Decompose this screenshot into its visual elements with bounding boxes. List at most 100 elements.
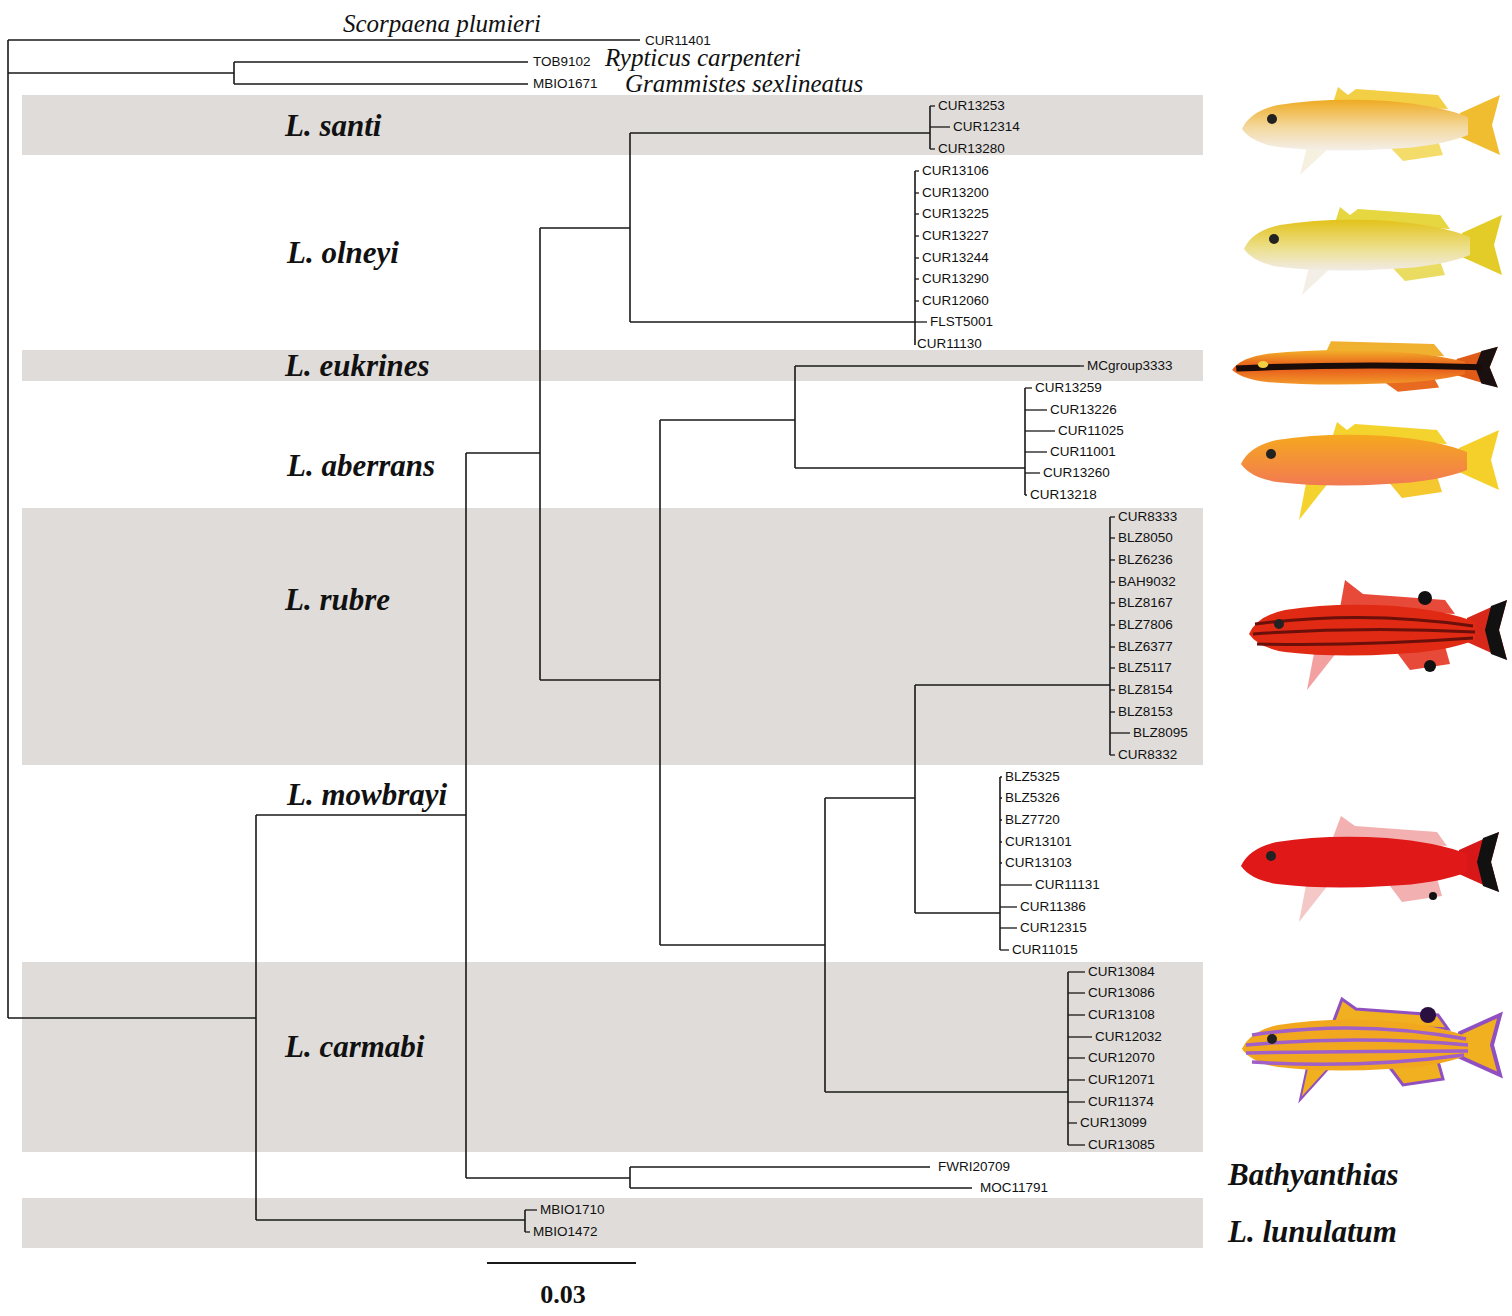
specimen-id: CUR13084	[1088, 964, 1155, 980]
tree-branches	[8, 40, 1110, 1232]
specimen-id: CUR13260	[1043, 465, 1110, 481]
tip-branch	[915, 235, 919, 236]
specimen-id: CUR13106	[922, 163, 989, 179]
specimen-id: BLZ8154	[1118, 682, 1173, 698]
specimen-id: CUR13218	[1030, 487, 1097, 503]
specimen-id: FLST5001	[930, 314, 993, 330]
clade-band: L. lunulatum	[22, 1198, 1203, 1248]
tip-branch	[915, 278, 919, 279]
species-name: L. aberrans	[285, 448, 437, 484]
specimen-id: CUR12314	[953, 119, 1020, 135]
specimen-id: CUR13101	[1005, 834, 1072, 850]
tip-branch	[1025, 451, 1047, 452]
specimen-id: CUR11025	[1058, 423, 1124, 439]
fish-illustration	[1241, 422, 1499, 520]
specimen-id: CUR13227	[922, 228, 989, 244]
specimen-id: CUR11001	[1050, 444, 1116, 460]
tip-branch	[1110, 559, 1115, 560]
specimen-id: CUR13290	[922, 271, 989, 287]
tip-branch	[1025, 430, 1055, 431]
tip-branch	[1110, 516, 1115, 517]
tip-branch	[1025, 472, 1040, 473]
specimen-id: CUR13200	[922, 185, 989, 201]
tip-branch	[1110, 689, 1115, 690]
fish-illustration	[1241, 816, 1499, 922]
tip-branch	[1000, 884, 1032, 885]
specimen-id: CUR11131	[1035, 877, 1100, 893]
species-name: L. rubre	[285, 582, 390, 618]
specimen-id: MBIO1472	[533, 1224, 598, 1240]
tip-branch	[1110, 602, 1115, 603]
tip-branch	[915, 300, 919, 301]
specimen-id: CUR12071	[1088, 1072, 1155, 1088]
tip-branch	[1068, 1101, 1085, 1102]
specimen-id: MCgroup3333	[1087, 358, 1173, 374]
specimen-id: TOB9102	[533, 54, 591, 70]
species-name: L. carmabi	[285, 1029, 425, 1065]
tip-branch	[1025, 494, 1027, 495]
outgroup-name: Scorpaena plumieri	[343, 10, 541, 39]
tip-branch	[1068, 1122, 1077, 1123]
tip-branch	[1110, 667, 1115, 668]
specimen-id: CUR12070	[1088, 1050, 1155, 1066]
fish-illustration	[1232, 341, 1498, 391]
fish-illustration	[1249, 580, 1507, 690]
specimen-id: CUR11374	[1088, 1094, 1154, 1110]
tip-branch	[1000, 949, 1009, 950]
clade-band: L. santi	[22, 95, 1203, 155]
specimen-id: CUR12315	[1020, 920, 1087, 936]
specimen-id: CUR11015	[1012, 942, 1078, 958]
tip-branch	[525, 1209, 537, 1210]
clade-band: L. carmabi	[22, 962, 1203, 1152]
tip-branch	[930, 105, 935, 106]
tip-branch	[1068, 1079, 1085, 1080]
clade-band: L. rubre	[22, 508, 1203, 765]
outgroup-name: Grammistes sexlineatus	[625, 70, 863, 99]
tip-branch	[915, 170, 919, 171]
tip-branch	[1068, 1036, 1092, 1037]
specimen-id: MBIO1710	[540, 1202, 605, 1218]
species-name: L. mowbrayi	[285, 777, 449, 813]
specimen-id: BLZ8095	[1133, 725, 1188, 741]
tip-branch	[915, 213, 919, 214]
tip-branch	[1000, 862, 1002, 863]
specimen-id: BLZ8153	[1118, 704, 1173, 720]
specimen-id: CUR11386	[1020, 899, 1086, 915]
specimen-id: CUR13244	[922, 250, 989, 266]
specimen-id: BLZ6377	[1118, 639, 1173, 655]
tip-branch	[1110, 732, 1130, 733]
tip-branch	[1000, 841, 1002, 842]
specimen-id: CUR13099	[1080, 1115, 1147, 1131]
scale-bar	[487, 1262, 636, 1264]
tip-branch	[1110, 537, 1115, 538]
specimen-id: CUR8333	[1118, 509, 1177, 525]
specimen-id: BLZ7806	[1118, 617, 1173, 633]
specimen-id: BLZ8167	[1118, 595, 1173, 611]
tip-branch	[1068, 1057, 1085, 1058]
specimen-id: BLZ5326	[1005, 790, 1060, 806]
specimen-id: CUR13108	[1088, 1007, 1155, 1023]
tip-branch	[1000, 797, 1002, 798]
fish-illustration	[1242, 87, 1500, 175]
specimen-id: BLZ5117	[1118, 660, 1172, 676]
tip-branch	[1000, 906, 1017, 907]
specimen-id: CUR13226	[1050, 402, 1117, 418]
tip-branch	[1000, 927, 1017, 928]
species-name: L. olneyi	[285, 235, 401, 271]
specimen-id: CUR13259	[1035, 380, 1102, 396]
specimen-id: CUR8332	[1118, 747, 1177, 763]
species-name: Bathyanthias	[1228, 1157, 1399, 1193]
specimen-id: CUR12060	[922, 293, 989, 309]
specimen-id: MBIO1671	[533, 76, 598, 92]
outgroup-name: Rypticus carpenteri	[605, 44, 801, 73]
specimen-id: CUR11130	[917, 336, 982, 352]
specimen-id: CUR12032	[1095, 1029, 1162, 1045]
tip-branch	[1068, 992, 1085, 993]
species-name: L. santi	[285, 108, 381, 144]
tip-branch	[1000, 819, 1002, 820]
species-name: L. eukrines	[285, 348, 430, 384]
specimen-id: CUR13225	[922, 206, 989, 222]
tip-branch	[1025, 409, 1047, 410]
